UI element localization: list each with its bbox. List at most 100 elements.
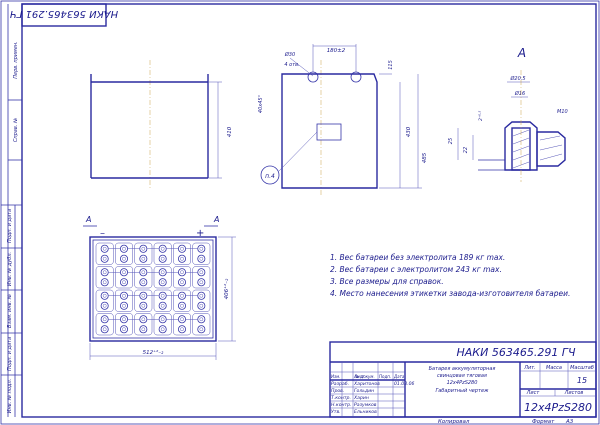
cell-terminal — [158, 315, 167, 324]
cell-terminal-core — [102, 280, 107, 285]
cell — [134, 266, 153, 289]
minus-terminal: – — [100, 228, 105, 239]
cell — [153, 266, 172, 289]
front-view: 410 — [90, 60, 233, 190]
cell-terminal-core — [122, 270, 126, 275]
cell-terminal — [139, 301, 148, 310]
cell-terminal — [120, 254, 129, 263]
scale-value: 15 — [577, 376, 587, 385]
cell-terminal-core — [180, 280, 184, 285]
cell-terminal — [197, 278, 206, 287]
margin-label-3: Подп. и дата — [7, 209, 13, 243]
cell-grid — [95, 242, 211, 336]
plan-length-label: 512⁺²₋₂ — [143, 349, 165, 356]
cell-terminal — [177, 254, 186, 263]
cell-terminal-core — [160, 270, 165, 275]
cell-terminal — [177, 301, 186, 310]
cell-terminal — [100, 315, 109, 324]
cell-terminal-core — [102, 317, 107, 322]
margin-label-7: Инв. № подл. — [7, 379, 13, 414]
cell-terminal-core — [102, 293, 107, 298]
cell-terminal — [139, 254, 148, 263]
cell — [95, 289, 114, 312]
margin-label-1: Перв. примен. — [13, 41, 19, 79]
cell-terminal — [100, 301, 109, 310]
col-lit: Лит. — [523, 365, 536, 371]
notes: 1. Вес батареи без электролита 189 кг ma… — [330, 253, 570, 298]
cell-terminal-core — [160, 303, 165, 308]
plan-view: А А – + 512⁺²₋₂ 406⁺²₋₂ — [83, 215, 236, 360]
cell-terminal-core — [102, 270, 107, 275]
cell-terminal-core — [102, 256, 107, 261]
cell-terminal — [197, 315, 206, 324]
cell-terminal-core — [122, 280, 126, 285]
margin-label-4: Инв. № дубл. — [7, 252, 13, 286]
title-block-cell-name: Разумков — [354, 402, 377, 408]
cell-terminal — [197, 291, 206, 300]
cell-terminal-core — [160, 317, 165, 322]
cell-terminal-core — [199, 317, 204, 322]
cell — [192, 289, 211, 312]
cell-terminal-core — [141, 303, 146, 308]
cell-terminal — [139, 244, 148, 253]
cell-terminal — [100, 291, 109, 300]
cell-terminal — [158, 278, 167, 287]
cell-terminal — [158, 291, 167, 300]
side-top-label: 115 — [388, 60, 394, 70]
arrow-a-left: А — [85, 215, 91, 224]
col-mass: Масса — [546, 365, 562, 371]
cell-terminal-core — [180, 270, 184, 275]
cell-terminal-core — [180, 327, 184, 332]
cell — [153, 313, 172, 336]
title-block-cell-role: Изм. — [331, 374, 340, 379]
cell-terminal-core — [122, 317, 126, 322]
cell-terminal — [177, 244, 186, 253]
side-width-label: 180±2 — [327, 48, 346, 54]
title-block-cell-name: Лист — [353, 374, 365, 379]
side-view: 180±2 Ø30 4 отв. 115 40x45° 430 485 п.4 — [258, 44, 428, 195]
title-block-cell-name: Харитонов — [353, 381, 380, 387]
cell — [173, 242, 191, 265]
cell — [192, 266, 211, 289]
chamfer-label: 40x45° — [258, 94, 264, 113]
title-block-cell-name: Ельников — [354, 409, 377, 415]
cell-terminal-core — [160, 246, 165, 251]
hole-count-label: 4 отв. — [284, 62, 299, 68]
cell-terminal-core — [141, 270, 146, 275]
cell-terminal — [177, 278, 186, 287]
cell-terminal — [197, 254, 206, 263]
cell-terminal-core — [199, 280, 204, 285]
cell — [173, 313, 191, 336]
cell-terminal-core — [199, 293, 204, 298]
callout-p4: п.4 — [265, 173, 275, 180]
col-sheets: Листов — [564, 390, 584, 396]
footer-format: Формат — [532, 419, 555, 425]
cell-terminal-core — [141, 246, 146, 251]
detail-h2-label: 22 — [463, 147, 469, 153]
cell — [115, 289, 133, 312]
cell-terminal — [139, 315, 148, 324]
cell — [173, 289, 191, 312]
top-designation: НАКИ 563465.291 ГЧ — [10, 8, 118, 19]
product-name-3: 12x4PzS280 — [447, 380, 478, 386]
cell-terminal — [120, 315, 129, 324]
doc-type: Габаритный чертеж — [435, 388, 489, 394]
side-height-label: 430 — [406, 126, 412, 137]
detail-h1-label: 25 — [448, 138, 454, 144]
hole-dia-label: Ø30 — [284, 51, 295, 58]
left-margin: Перв. примен. Справ. № Подп. и дата Инв.… — [1, 4, 22, 417]
cell-terminal-core — [199, 327, 204, 332]
note-1: 1. Вес батареи без электролита 189 кг ma… — [330, 253, 505, 262]
cell-terminal-core — [180, 303, 184, 308]
cell — [192, 242, 211, 265]
cell — [95, 266, 114, 289]
detail-a: А Ø20.5 Ø16 M10 2⁺⁰·⁵ 25 22 — [448, 46, 568, 182]
detail-d1-label: Ø20.5 — [509, 75, 525, 82]
cell-terminal — [139, 325, 148, 334]
cell-terminal — [100, 244, 109, 253]
title-block-cell-role: Т.контр. — [331, 395, 351, 401]
note-2: 2. Вес батареи с электролитом 243 кг max… — [330, 265, 502, 274]
